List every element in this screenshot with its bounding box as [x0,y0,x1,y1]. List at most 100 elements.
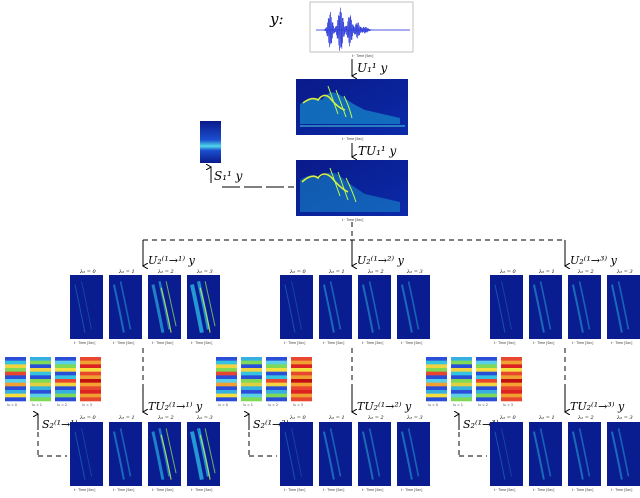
waveform-axis-label: t · Time [Sec] [352,54,373,58]
lambda-label: λ₂ = 0 [499,269,517,275]
branch-spectrogram [568,275,601,339]
waveform-trace [315,7,411,51]
branch-spectrogram [187,422,220,486]
stripe-axis-label: λ₂ = 1 [453,403,463,407]
branch-spectrogram [280,422,313,486]
stripe-axis-label: λ₂ = 2 [268,403,278,407]
branch-s2-panel [426,357,447,402]
branch-s2-panel [501,357,522,402]
stripe-axis-label: λ₂ = 2 [478,403,488,407]
panel-axis-label: t · Time [Sec] [74,341,95,345]
lambda-label: λ₂ = 2 [157,415,174,421]
panel-axis-label: t · Time [Sec] [533,341,554,345]
u2-label: U₂⁽¹→²⁾ y [357,254,405,267]
lambda-label: λ₂ = 2 [367,415,384,421]
panel-axis-label: t · Time [Sec] [323,488,344,492]
u1-axis-label: t · Time [Sec] [342,137,363,141]
tu1-axis-label: t · Time [Sec] [342,218,363,222]
branch-spectrogram [319,275,352,339]
lambda-label: λ₂ = 1 [538,415,555,421]
tu2-label: TU₂⁽¹→¹⁾ y [148,400,203,413]
panel-axis-label: t · Time [Sec] [284,488,305,492]
panel-axis-label: t · Time [Sec] [401,488,422,492]
branch-s2-panel [241,357,262,402]
panel-axis-label: t · Time [Sec] [611,488,632,492]
branch-spectrogram [607,275,640,339]
panel-axis-label: t · Time [Sec] [74,488,95,492]
lambda-label: λ₂ = 3 [616,269,633,275]
lambda-label: λ₂ = 3 [406,415,423,421]
branch-spectrogram [187,275,220,339]
panel-axis-label: t · Time [Sec] [152,488,173,492]
branch-s2-panel [30,357,51,402]
panel-axis-label: t · Time [Sec] [113,488,134,492]
panel-axis-label: t · Time [Sec] [494,341,515,345]
panel-axis-label: t · Time [Sec] [362,341,383,345]
panel-axis-label: t · Time [Sec] [191,488,212,492]
u1-spectrogram: t · Time [Sec] [296,79,408,141]
lambda-label: λ₂ = 2 [157,269,174,275]
u2-label: U₂⁽¹→¹⁾ y [148,254,196,267]
s1-label: S₁¹ y [214,169,243,183]
tu2-label: TU₂⁽¹→³⁾ y [570,400,625,413]
stripe-axis-label: λ₂ = 3 [293,403,303,407]
panel-axis-label: t · Time [Sec] [533,488,554,492]
stripe-axis-label: λ₂ = 3 [82,403,92,407]
branch-s2-panel [476,357,497,402]
stripe-axis-label: λ₂ = 0 [218,403,228,407]
lambda-label: λ₂ = 3 [406,269,423,275]
panel-axis-label: t · Time [Sec] [284,341,305,345]
u1-label: U₁¹ y [357,61,388,75]
stripe-axis-label: λ₂ = 3 [503,403,513,407]
tu1-label: TU₁¹ y [358,144,397,158]
lambda-label: λ₂ = 0 [499,415,517,421]
s1-scattering-panel [200,121,221,163]
stripe-axis-label: λ₂ = 0 [428,403,438,407]
branch-spectrogram [319,422,352,486]
panel-axis-label: t · Time [Sec] [113,341,134,345]
branch-s2-panel [80,357,101,402]
lambda-label: λ₂ = 3 [196,269,213,275]
stripe-axis-label: λ₂ = 1 [32,403,42,407]
lambda-label: λ₂ = 3 [616,415,633,421]
lambda-label: λ₂ = 0 [79,415,97,421]
lambda-label: λ₂ = 0 [289,415,307,421]
branch-spectrogram [109,422,142,486]
branch-spectrogram [397,275,430,339]
branch-spectrogram [490,275,523,339]
lambda-label: λ₂ = 2 [367,269,384,275]
branch-s2-panel [451,357,472,402]
branch-s2-panel [55,357,76,402]
panel-axis-label: t · Time [Sec] [572,341,593,345]
lambda-label: λ₂ = 1 [538,269,555,275]
u2-label: U₂⁽¹→³⁾ y [570,254,618,267]
branch-spectrogram [529,422,562,486]
lambda-label: λ₂ = 2 [577,415,594,421]
branch-3: U₂⁽¹→³⁾ y λ₂ = 0 t · Time [Sec] λ₂ = 1 t · T… [426,240,640,492]
branch-spectrogram [568,422,601,486]
branch-s2-panel [216,357,237,402]
branch-1: U₂⁽¹→¹⁾ y λ₂ = 0 t · Time [Sec] λ₂ = 1 t · T… [5,240,220,492]
lambda-label: λ₂ = 0 [79,269,97,275]
branch-spectrogram [607,422,640,486]
branch-spectrogram [109,275,142,339]
branch-spectrogram [148,275,181,339]
branch-spectrogram [358,422,391,486]
branch-s2-panel [5,357,26,402]
branch-spectrogram [529,275,562,339]
panel-axis-label: t · Time [Sec] [362,488,383,492]
lambda-label: λ₂ = 1 [118,415,135,421]
branch-2: U₂⁽¹→²⁾ y λ₂ = 0 t · Time [Sec] λ₂ = 1 t · T… [216,240,430,492]
lambda-label: λ₂ = 1 [328,269,345,275]
y-label: y: [269,10,284,28]
panel-axis-label: t · Time [Sec] [572,488,593,492]
branch-spectrogram [358,275,391,339]
panel-axis-label: t · Time [Sec] [191,341,212,345]
branch-s2-panel [291,357,312,402]
stripe-axis-label: λ₂ = 1 [243,403,253,407]
lambda-label: λ₂ = 3 [196,415,213,421]
panel-axis-label: t · Time [Sec] [494,488,515,492]
lambda-label: λ₂ = 1 [328,415,345,421]
panel-axis-label: t · Time [Sec] [323,341,344,345]
